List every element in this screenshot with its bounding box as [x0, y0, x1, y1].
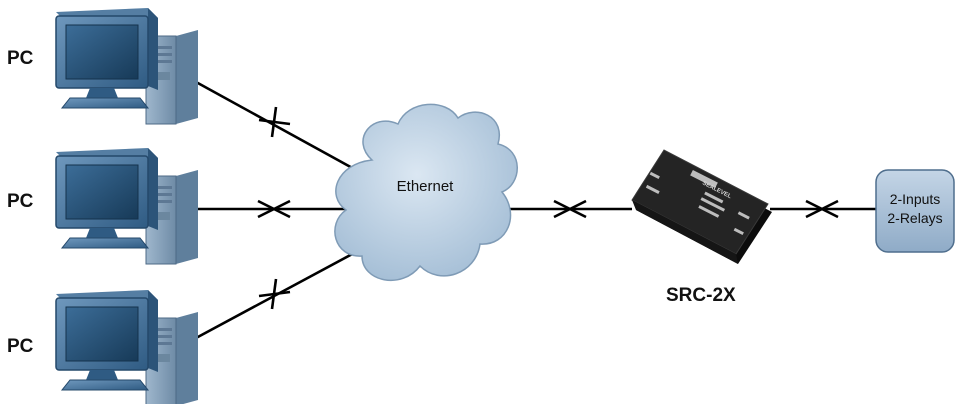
src-2x-device: SEALEVEL SRC-2X — [631, 149, 772, 306]
device-panel — [645, 169, 750, 236]
pc-1-label: PC — [7, 48, 34, 69]
io-inputs-label: 2-Inputs — [890, 191, 941, 207]
pc-1: PC — [7, 7, 199, 125]
pc-2: PC — [7, 147, 199, 265]
link-markers — [257, 106, 839, 310]
computer-icon — [55, 7, 199, 125]
pc-2-label: PC — [7, 191, 34, 212]
connections — [195, 80, 876, 340]
ethernet-label: Ethernet — [397, 178, 455, 195]
device-label: SRC-2X — [666, 285, 736, 306]
cross-marker-2 — [257, 199, 291, 219]
link-pc1-ethernet — [195, 80, 357, 172]
cross-marker-3 — [258, 278, 291, 310]
cross-marker-1 — [258, 106, 291, 138]
cross-marker-5 — [805, 199, 839, 219]
computer-icon — [55, 147, 199, 265]
pc-3-label: PC — [7, 336, 34, 357]
io-relays-label: 2-Relays — [887, 210, 942, 226]
pc-3: PC — [7, 289, 199, 404]
io-box: 2-Inputs 2-Relays — [875, 169, 955, 253]
computer-icon — [55, 289, 199, 404]
ethernet-cloud: Ethernet — [334, 103, 518, 282]
io-box-shape — [875, 169, 955, 253]
cloud-icon — [334, 103, 518, 282]
cross-marker-4 — [553, 199, 587, 219]
